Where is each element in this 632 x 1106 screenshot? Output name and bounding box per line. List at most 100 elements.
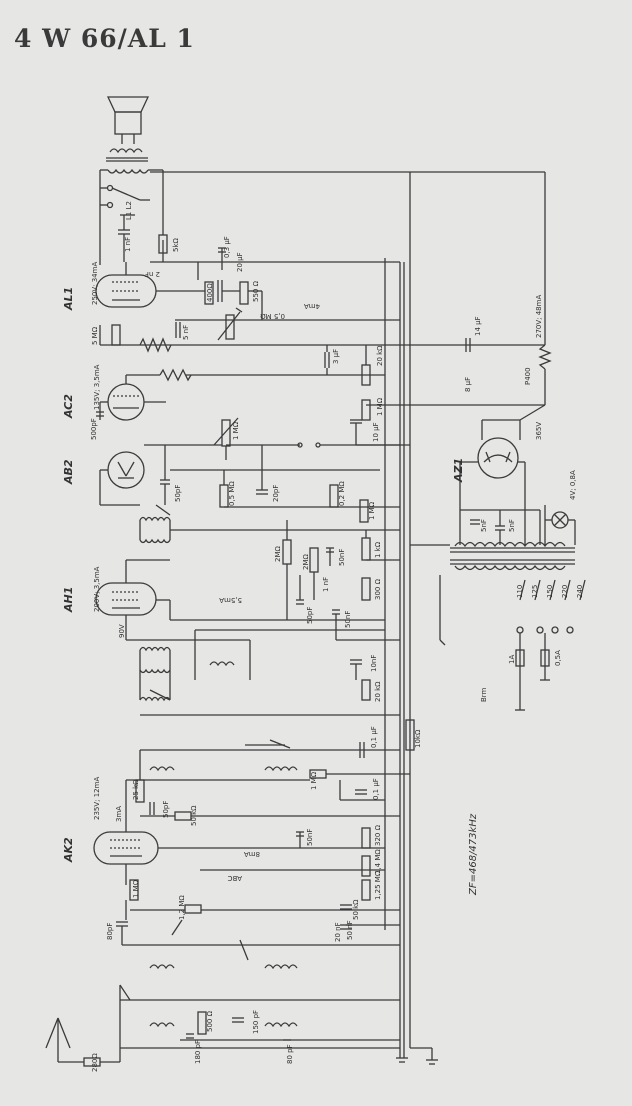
label-c-180pf: 180 pF: [194, 1040, 202, 1064]
label-c-500pf-ac2: 500pF: [90, 418, 98, 440]
res-5kohm: [158, 205, 168, 254]
label-r-1mo-ac2: 1 MΩ: [232, 421, 240, 440]
label-mains-110: 110: [516, 585, 524, 598]
label-tube-ak2: AK2: [62, 837, 75, 863]
label-r-1mo-ak2b: 1 MΩ: [132, 879, 140, 898]
output-transformer: [99, 148, 164, 265]
label-al1-current: 4mA: [304, 302, 320, 310]
label-r-400: 400Ω: [206, 283, 214, 302]
label-al1-op: 250V; 34mA: [91, 262, 99, 305]
choke-270v: [538, 344, 552, 405]
label-365v: 365V: [535, 422, 543, 440]
label-ak2-3ma: 3mA: [115, 806, 123, 822]
if-transformer-2: [139, 504, 400, 544]
label-r-02mo: 0,2 MΩ: [338, 481, 346, 506]
label-r-50ko-ak2: 50 kΩ: [352, 899, 360, 920]
label-ak2-abc: ABC: [228, 874, 242, 882]
label-c-03: 0,3 µF: [223, 236, 231, 258]
label-fuse-05a: 0,5A: [554, 650, 562, 666]
label-c-50nf-ak2: 50nF: [306, 829, 314, 846]
label-r-20ko-b: 20 kΩ: [374, 681, 382, 702]
label-r-20ko: 20 kΩ: [376, 345, 384, 366]
label-r-1mo-ab2: 1 MΩ: [368, 501, 376, 520]
label-brumm: Brm: [480, 687, 488, 702]
label-r-1mo-vol: 1 MΩ: [376, 397, 384, 416]
label-mains-125: 125: [531, 585, 539, 598]
pilot-lamp: [544, 505, 576, 545]
al1-cathode-network: [175, 247, 400, 321]
pickup-jack: [297, 442, 400, 448]
label-c-50nf-b: 50 nF: [346, 920, 354, 940]
label-ak2-8ma: 8mA: [244, 850, 260, 858]
label-c-50nf-ah1: 50nF: [338, 549, 346, 566]
label-r-12mo: 1,2 MΩ: [178, 895, 186, 920]
label-c-1nf: 1 nF: [124, 237, 132, 252]
label-r-5mo: 5 MΩ: [91, 326, 99, 345]
label-c-80pf: 80pF: [106, 923, 114, 940]
tube-ak2: [93, 780, 190, 885]
label-c-5nf-al1: 5 nF: [182, 325, 190, 340]
label-r-5ko: 5kΩ: [172, 237, 180, 252]
power-transformer: [410, 509, 575, 646]
label-antenna-r: 280Ω: [91, 1053, 99, 1072]
label-r-125: 1,25 MΩ: [374, 870, 382, 900]
mains-selector: [515, 579, 586, 711]
label-c-1nf-ah1: 1 nF: [322, 577, 330, 592]
label-r-2mo-a: 2MΩ: [274, 546, 282, 562]
antenna-icon: [45, 1017, 121, 1067]
label-r-2mo-b: 2MΩ: [302, 554, 310, 570]
tube-ab2: [99, 451, 145, 506]
label-r-300: 300 Ω: [374, 578, 382, 600]
label-c-01b: 0,1 µF: [372, 778, 380, 800]
label-tube-az1: AZ1: [452, 458, 465, 483]
label-mains-220: 220: [561, 585, 569, 598]
label-c-150pf: 150 pF: [252, 1010, 260, 1034]
label-r-500: 500 Ω: [206, 1010, 214, 1032]
label-r-1mo-ak2: 1 MΩ: [310, 771, 318, 790]
l1-l2-jacks: [100, 184, 150, 216]
label-fuse-1a: 1A: [508, 655, 516, 664]
label-c-50nf-ah1b: 50nF: [344, 611, 352, 628]
label-ah1-90v: 90V: [118, 624, 126, 638]
label-r-05mo-ab2: 0,5 MΩ: [228, 481, 236, 506]
label-tube-al1: AL1: [62, 287, 75, 311]
label-c-20pf-ab2: 20pF: [272, 485, 280, 502]
label-l1-l2: L1 L2: [125, 201, 133, 220]
volume-pot-1mohm: [144, 417, 300, 495]
cap-14uf: [465, 338, 471, 352]
label-c-50pf-ah1: 50pF: [306, 607, 314, 624]
label-ak2-op: 235V; 12mA: [93, 777, 101, 820]
label-mains-240: 240: [576, 585, 584, 598]
label-c-14uf: 14 µF: [474, 316, 482, 336]
label-tube-ab2: AB2: [62, 459, 75, 485]
speaker-icon: [106, 96, 150, 144]
label-c-20uf: 20 µF: [236, 252, 244, 272]
label-r-10ko: 10kΩ: [414, 729, 422, 748]
label-c-10uf: 10 µF: [372, 422, 380, 442]
label-r-320: 320 Ω: [374, 824, 382, 846]
label-r-25ko: 25 kΩ: [132, 779, 140, 800]
tube-al1: [95, 262, 175, 308]
label-ac2-op: 135V; 3,5mA: [93, 364, 101, 410]
label-mains-150: 150: [546, 585, 554, 598]
label-r-1ko: 1 kΩ: [374, 541, 382, 558]
bplus-rail: [384, 172, 438, 1065]
ab2-load-network: [160, 445, 400, 523]
page-title: 4 W 66/AL 1: [14, 24, 195, 53]
label-c-10nf: 10nF: [370, 655, 378, 672]
al1-grid-network: [99, 307, 545, 353]
label-c-50pf-ab2: 50pF: [174, 485, 182, 502]
label-r-50ko: 50 kΩ: [190, 805, 198, 826]
label-ah1-current: 5,5mA: [219, 596, 242, 604]
label-c-5nf-az1: 5nF: [480, 519, 488, 532]
label-c-2nf-al1: 2 nF: [145, 270, 160, 278]
label-p400: P400: [524, 367, 532, 385]
label-tube-ah1: AH1: [62, 587, 75, 613]
label-c-20nf: 20 nF: [334, 922, 342, 942]
label-c-3uf: 3 µF: [332, 349, 340, 364]
ak2-cathode-network: [116, 719, 415, 945]
label-r-05mo: 0,5 MΩ: [260, 312, 285, 320]
